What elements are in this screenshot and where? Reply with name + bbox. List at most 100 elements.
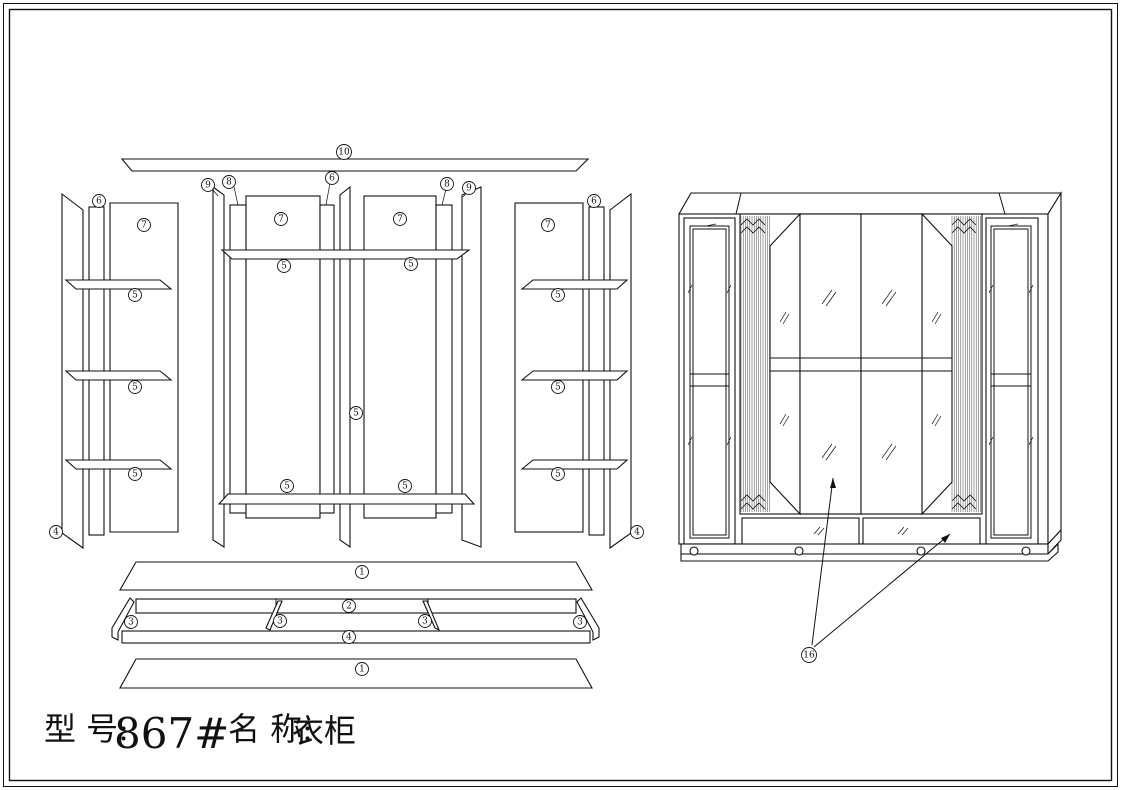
callout-3: 3 — [418, 614, 432, 628]
base-divider-1 — [265, 600, 283, 631]
callout-5: 5 — [277, 259, 291, 273]
callout-label: 6 — [96, 197, 102, 207]
left-shelf-2 — [64, 370, 173, 381]
callout-label: 5 — [284, 482, 290, 492]
callout-label: 4 — [346, 633, 352, 643]
callout-label: 5 — [132, 383, 138, 393]
callout-5: 5 — [128, 380, 142, 394]
callout-3: 3 — [273, 614, 287, 628]
assembled-front-view — [678, 191, 1062, 648]
carcass-side — [1047, 191, 1062, 546]
callout-5: 5 — [280, 479, 294, 493]
center-bottom-shelf — [217, 493, 476, 505]
exploded-view — [61, 158, 632, 689]
callout-7: 7 — [137, 218, 151, 232]
callout-label: 1 — [359, 665, 365, 675]
callout-label: 16 — [803, 651, 815, 661]
left-back-panel — [109, 202, 179, 533]
plinth-side — [1047, 528, 1062, 556]
callout-1: 1 — [355, 565, 369, 579]
callout-label: 4 — [634, 528, 640, 538]
callout-5: 5 — [398, 479, 412, 493]
callout-8: 8 — [440, 177, 454, 191]
mirror-reflections — [687, 284, 1034, 461]
right-shelf-3 — [520, 459, 629, 470]
callout-label: 5 — [402, 482, 408, 492]
ribbed-panel-right — [951, 216, 981, 512]
angled-door-left — [769, 212, 801, 516]
center-middle-divider-left — [319, 204, 335, 514]
base-top-board — [119, 561, 593, 591]
callout-label: 8 — [226, 178, 232, 188]
callout-9: 9 — [201, 178, 215, 192]
center-back-panel-right — [363, 195, 437, 519]
base-divider-2 — [422, 600, 441, 632]
callout-8: 8 — [222, 175, 236, 189]
center-unit-exploded — [212, 185, 482, 549]
mirror-door-1 — [799, 213, 862, 515]
callout-6: 6 — [325, 171, 339, 185]
right-glass-door — [985, 217, 1039, 545]
model-number: 867# — [114, 709, 229, 758]
drawer-right — [862, 517, 981, 546]
right-back-panel — [514, 202, 584, 533]
callout-label: 5 — [132, 470, 138, 480]
title-block: 型 号: 867# 名 称: 衣柜 — [44, 709, 356, 758]
outer-border — [3, 3, 1118, 787]
callout-5: 5 — [551, 467, 565, 481]
crown-board — [120, 158, 590, 172]
center-mirror-section — [687, 212, 1034, 516]
base-front-rail — [135, 598, 577, 614]
left-unit-exploded — [61, 192, 179, 550]
callout-1: 1 — [355, 662, 369, 676]
callout-label: 3 — [277, 617, 283, 627]
callout-5: 5 — [404, 257, 418, 271]
callout-3: 3 — [573, 615, 587, 629]
right-shelf-1 — [520, 279, 629, 290]
center-middle-side — [339, 185, 351, 549]
front-plinth — [680, 543, 1049, 555]
callout-label: 7 — [278, 215, 284, 225]
left-shelf-3 — [64, 459, 173, 470]
callout-label: 8 — [444, 180, 450, 190]
ribbed-panel-left — [740, 216, 770, 512]
center-back-panel-left — [245, 195, 321, 519]
callout-5: 5 — [128, 467, 142, 481]
callout-6: 6 — [587, 194, 601, 208]
callout-10: 10 — [336, 144, 352, 160]
plinth-base — [680, 542, 1059, 562]
callout-label: 9 — [205, 181, 211, 191]
center-left-side — [212, 185, 225, 549]
callout-label: 3 — [422, 617, 428, 627]
callout-label: 1 — [359, 568, 365, 578]
bottom-board — [119, 658, 593, 689]
callout-label: 7 — [397, 215, 403, 225]
callout-label: 5 — [555, 291, 561, 301]
name-label: 名 称: — [228, 710, 313, 748]
callout-7: 7 — [541, 218, 555, 232]
callout-9: 9 — [462, 181, 476, 195]
callout-5: 5 — [551, 288, 565, 302]
callout-label: 7 — [545, 221, 551, 231]
right-unit-exploded — [514, 192, 632, 550]
callout-7: 7 — [274, 212, 288, 226]
callout-label: 4 — [53, 528, 59, 538]
base-assembly-exploded — [111, 561, 600, 689]
callout-label: 5 — [555, 470, 561, 480]
callout-4: 4 — [49, 525, 63, 539]
callout-5: 5 — [128, 288, 142, 302]
left-glass-door — [683, 217, 736, 545]
callout-label: 7 — [141, 221, 147, 231]
leader-16-drawer — [813, 533, 951, 648]
feet — [689, 546, 1031, 556]
callout-5: 5 — [349, 406, 363, 420]
callout-label: 6 — [329, 174, 335, 184]
center-right-divider — [435, 204, 453, 514]
angled-door-right — [921, 212, 953, 516]
callout-label: 5 — [132, 291, 138, 301]
callout-6: 6 — [92, 194, 106, 208]
callout-16: 16 — [801, 647, 817, 663]
